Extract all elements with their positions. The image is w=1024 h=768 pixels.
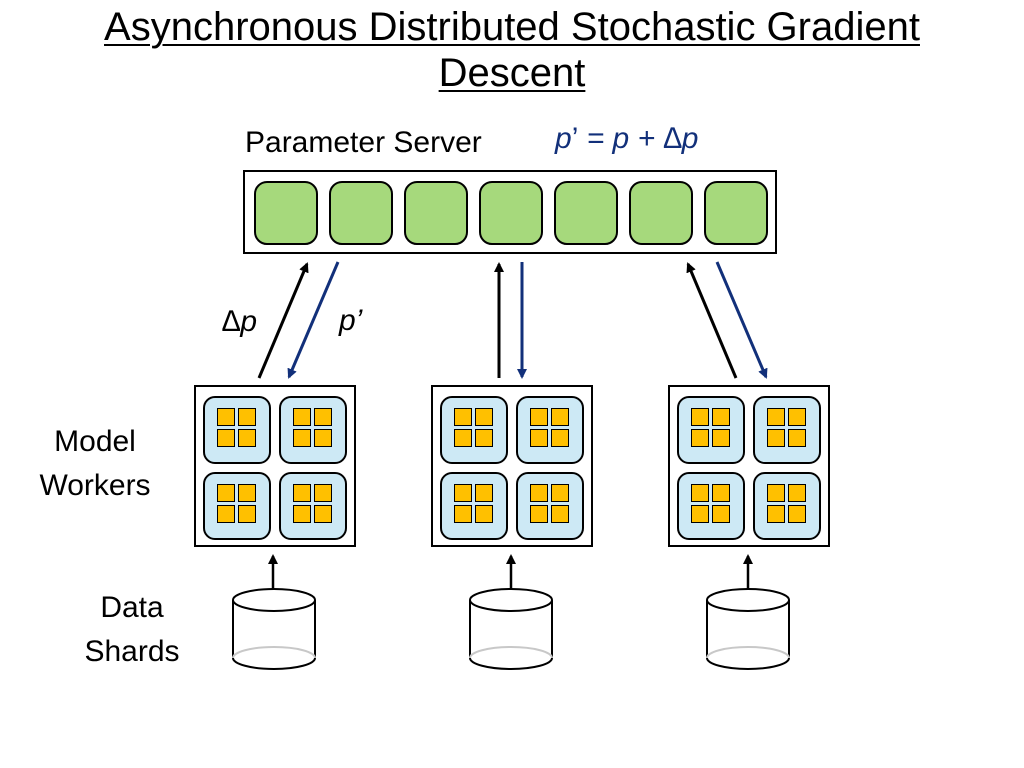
core-unit (454, 505, 472, 523)
data-shards-line-1: Data (100, 591, 164, 624)
core-unit (551, 429, 569, 447)
worker-core (753, 396, 821, 464)
worker-core (440, 472, 508, 540)
core-unit (530, 505, 548, 523)
update-formula: p’ = p + ∆p (555, 122, 698, 156)
core-unit (314, 429, 332, 447)
core-unit (691, 505, 709, 523)
core-unit (217, 484, 235, 502)
core-unit (475, 484, 493, 502)
core-unit (217, 408, 235, 426)
core-unit (551, 505, 569, 523)
core-unit (293, 484, 311, 502)
formula-rest: = p + (578, 122, 664, 155)
core-unit (691, 429, 709, 447)
parameter-cell-4 (479, 181, 543, 245)
parameter-server-box (243, 170, 777, 254)
core-unit (238, 505, 256, 523)
core-unit (712, 429, 730, 447)
parameter-cell-1 (254, 181, 318, 245)
core-unit (293, 505, 311, 523)
core-unit (475, 429, 493, 447)
worker-core (279, 396, 347, 464)
core-unit (551, 484, 569, 502)
title-line-2: Descent (438, 51, 586, 95)
delta-p-arrow-label: ∆p (222, 305, 258, 338)
data-shards-line-2: Shards (84, 635, 180, 668)
data-shard-1 (232, 588, 316, 670)
core-unit (454, 408, 472, 426)
core-unit (767, 429, 785, 447)
core-unit (530, 408, 548, 426)
core-unit (788, 505, 806, 523)
worker-core (279, 472, 347, 540)
parameter-cell-7 (704, 181, 768, 245)
core-unit (691, 408, 709, 426)
core-unit (530, 484, 548, 502)
core-unit (691, 484, 709, 502)
parameter-server-text: Parameter Server (245, 126, 482, 159)
worker-core (677, 396, 745, 464)
core-unit (551, 408, 569, 426)
core-unit (712, 408, 730, 426)
parameter-cell-2 (329, 181, 393, 245)
data-shard-2 (469, 588, 553, 670)
formula-prime: ’ (571, 122, 579, 155)
fetch-arrow-worker-3 (715, 261, 768, 379)
slide-title: Asynchronous Distributed Stochastic Grad… (0, 4, 1024, 96)
formula-delta-p: ∆p (663, 122, 699, 155)
core-unit (788, 429, 806, 447)
model-workers-line-1: Model (54, 425, 136, 458)
worker-core (516, 472, 584, 540)
data-shards-label: Data Shards (55, 586, 209, 674)
core-unit (238, 429, 256, 447)
data-shard-3 (706, 588, 790, 670)
core-unit (314, 505, 332, 523)
update-arrow-worker-3 (686, 262, 738, 379)
model-workers-line-2: Workers (39, 469, 151, 502)
model-worker-3 (668, 385, 830, 547)
fetch-arrow-worker-1 (287, 261, 340, 379)
worker-core (677, 472, 745, 540)
worker-core (753, 472, 821, 540)
model-worker-2 (431, 385, 593, 547)
core-unit (712, 484, 730, 502)
core-unit (475, 408, 493, 426)
core-unit (454, 429, 472, 447)
parameter-cell-6 (629, 181, 693, 245)
core-unit (788, 408, 806, 426)
worker-core (516, 396, 584, 464)
formula-p: p (555, 122, 572, 155)
core-unit (217, 429, 235, 447)
worker-core (203, 472, 271, 540)
core-unit (238, 408, 256, 426)
title-line-1: Asynchronous Distributed Stochastic Grad… (104, 5, 920, 49)
worker-core (203, 396, 271, 464)
core-unit (454, 484, 472, 502)
core-unit (314, 408, 332, 426)
core-unit (767, 484, 785, 502)
core-unit (788, 484, 806, 502)
core-unit (293, 429, 311, 447)
worker-core (440, 396, 508, 464)
model-workers-label: Model Workers (18, 420, 172, 508)
core-unit (217, 505, 235, 523)
core-unit (767, 408, 785, 426)
parameter-cell-3 (404, 181, 468, 245)
core-unit (314, 484, 332, 502)
parameter-server-label: Parameter Server (245, 126, 482, 160)
parameter-cell-5 (554, 181, 618, 245)
update-arrow-worker-1 (257, 262, 309, 379)
p-prime-arrow-label: p’ (339, 304, 363, 337)
core-unit (530, 429, 548, 447)
core-unit (238, 484, 256, 502)
core-unit (293, 408, 311, 426)
core-unit (475, 505, 493, 523)
core-unit (767, 505, 785, 523)
model-worker-1 (194, 385, 356, 547)
core-unit (712, 505, 730, 523)
